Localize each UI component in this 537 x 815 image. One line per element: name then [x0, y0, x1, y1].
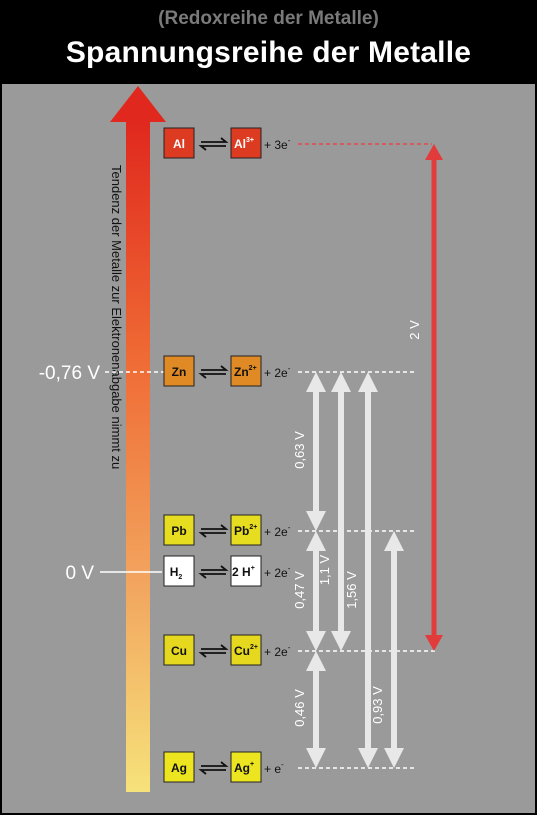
reduced-box-al: [163, 127, 195, 159]
equilibrium-arrows-zn: [198, 365, 229, 379]
electrons-h2: + 2e-: [264, 564, 291, 580]
electrons-cu: + 2e-: [264, 643, 291, 659]
energy-levels: -0,76 V 0 V: [39, 143, 435, 769]
oxidized-box-zn: [230, 355, 262, 387]
reduced-label-al: Al: [173, 137, 185, 151]
oxidized-label-h2: 2 H+: [232, 565, 255, 579]
potential-label-al-cu: 2 V: [407, 320, 422, 340]
reduced-label-cu: Cu: [171, 644, 187, 658]
tendency-arrow-shaft: [126, 122, 150, 792]
diagram-panel: [2, 84, 535, 813]
potential-arrow-pb-cu: 0,47 V: [292, 531, 326, 651]
potential-arrow-pb-ag: 0,93 V: [370, 531, 404, 768]
oxidized-box-ag: [230, 751, 262, 783]
oxidized-box-pb: [230, 514, 262, 546]
potential-arrow-zn-cu: 1,1 V: [317, 372, 351, 651]
potential-label-zn-pb: 0,63 V: [292, 431, 307, 469]
reduced-label-pb: Pb: [171, 524, 186, 538]
tendency-arrow: [110, 86, 166, 792]
reduced-box-pb: [163, 514, 195, 546]
equilibrium-arrows-pb: [198, 524, 229, 538]
subtitle: (Redoxreihe der Metalle): [158, 8, 379, 29]
electrons-zn: + 2e-: [264, 364, 291, 380]
reference-label-h2: 0 V: [65, 563, 94, 584]
tendency-arrow-head: [110, 86, 166, 122]
reference-label-zn: -0,76 V: [39, 363, 101, 384]
potential-label-zn-ag: 1,56 V: [344, 571, 359, 609]
potential-arrow-al-cu: 2 V: [407, 144, 443, 651]
reduced-label-ag: Ag: [171, 761, 187, 775]
electrons-ag: + e-: [264, 760, 284, 776]
header: (Redoxreihe der Metalle) Spannungsreihe …: [0, 0, 537, 84]
potential-arrow-zn-pb: 0,63 V: [292, 372, 326, 531]
reaction-ag: Ag Ag+ + e-: [163, 751, 284, 783]
oxidized-box-al: [230, 127, 262, 159]
reduced-box-ag: [163, 751, 195, 783]
oxidized-box-cu: [230, 634, 262, 666]
electrons-pb: + 2e-: [264, 523, 291, 539]
potential-label-cu-ag: 0,46 V: [292, 689, 307, 727]
reduced-box-h2: [163, 555, 195, 587]
reduced-box-cu: [163, 634, 195, 666]
equilibrium-arrows-h2: [198, 565, 229, 579]
potential-label-pb-cu: 0,47 V: [292, 571, 307, 609]
equilibrium-arrows-ag: [198, 761, 229, 775]
tendency-axis-label: Tendenz der Metalle zur Elektronenabgabe…: [109, 165, 124, 469]
potential-label-zn-cu: 1,1 V: [317, 554, 332, 585]
equilibrium-arrows-cu: [198, 644, 229, 658]
reduced-label-zn: Zn: [172, 365, 187, 379]
reduced-box-zn: [163, 355, 195, 387]
potential-differences: 2 V 0,63 V 1,1 V 1,56 V 0,47 V 0,93 V 0,46 V: [292, 144, 443, 768]
potential-label-pb-ag: 0,93 V: [370, 686, 385, 724]
oxidized-label-ag: Ag+: [234, 761, 254, 775]
electrons-al: + 3e-: [264, 136, 291, 152]
potential-arrow-cu-ag: 0,46 V: [292, 651, 326, 768]
oxidized-box-h2: [230, 555, 262, 587]
potential-arrow-zn-ag: 1,56 V: [344, 372, 378, 768]
equilibrium-arrows-al: [198, 137, 229, 151]
page-title: Spannungsreihe der Metalle: [65, 36, 472, 69]
